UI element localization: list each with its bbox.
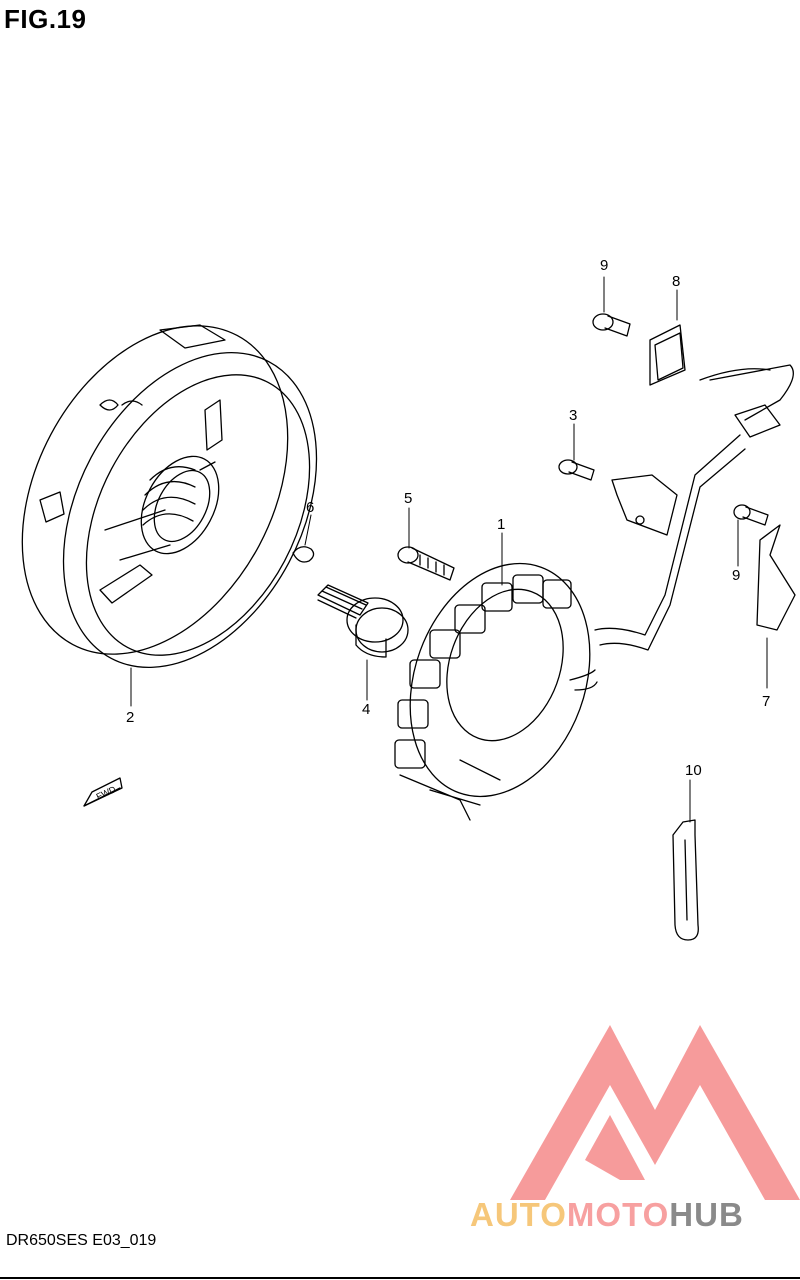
callout-3: 3: [569, 407, 577, 424]
callout-10: 10: [685, 762, 702, 779]
clamp-7-part: [756, 524, 796, 631]
flywheel-bolt-part: [317, 584, 409, 658]
screw-3-part: [558, 459, 595, 481]
stator-screw-part: [397, 546, 455, 581]
watermark-wordmark: AUTOMOTOHUB: [470, 1196, 744, 1233]
callout-1: 1: [497, 516, 505, 533]
flywheel-rotor-part: [21, 324, 318, 669]
callout-6: 6: [306, 499, 314, 516]
leader-lines: [130, 276, 768, 823]
automotohub-logo-icon: [510, 1025, 800, 1200]
stator-coil-part: [394, 562, 598, 821]
forward-direction-arrow: [83, 777, 123, 807]
woodruff-key-part: [292, 546, 315, 563]
figure-title: FIG.19: [4, 4, 87, 34]
wiring-harness-part: [594, 364, 794, 651]
screw-9-top-part: [592, 313, 631, 337]
screw-9-right-part: [733, 504, 769, 526]
bottom-divider: [0, 1277, 800, 1279]
diagram-code: DR650SES E03_019: [6, 1232, 157, 1249]
callout-9-right: 9: [732, 567, 740, 584]
callout-7: 7: [762, 693, 770, 710]
callout-5: 5: [404, 490, 412, 507]
callout-2: 2: [126, 709, 134, 726]
plate-8-part: [649, 324, 686, 386]
callout-4: 4: [362, 701, 370, 718]
cable-band-part: [672, 819, 699, 941]
callout-9-top: 9: [600, 257, 608, 274]
callout-8: 8: [672, 273, 680, 290]
